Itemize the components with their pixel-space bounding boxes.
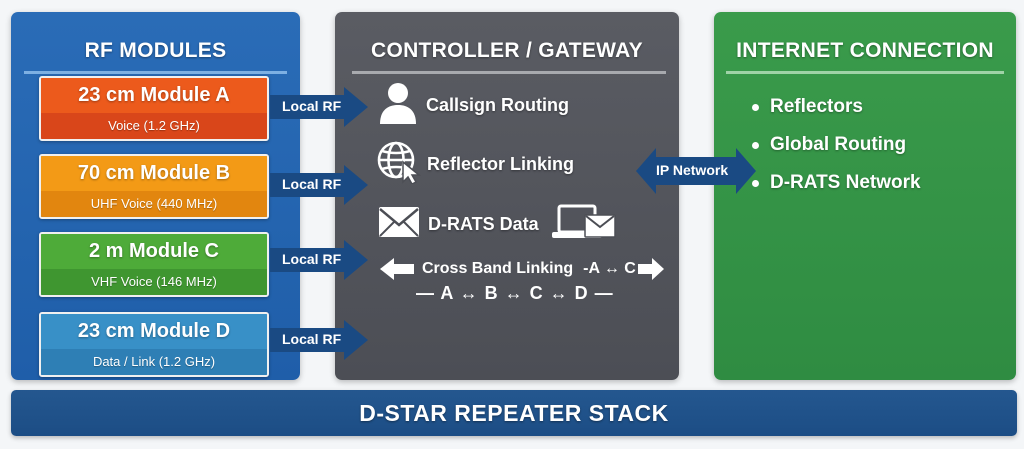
globe-cursor-icon [376,140,424,189]
module-b-detail: UHF Voice (440 MHz) [41,191,267,217]
envelope-icon [378,206,420,243]
list-item: Reflectors [752,88,921,126]
reflector-linking-label: Reflector Linking [427,154,575,174]
module-a-name: 23 cm Module A [41,78,267,113]
arrow-left-icon [380,258,414,280]
module-d-name: 23 cm Module D [41,314,267,349]
double-arrow-icon [636,148,756,194]
local-rf-arrow-c: Local RF [270,240,370,280]
local-rf-arrow-b: Local RF [270,165,370,205]
local-rf-label-b: Local RF [282,176,342,192]
d-rats-data-item: D-RATS Data [378,203,617,246]
bullet-icon [752,103,759,111]
bullet-icon [752,141,759,149]
module-d: 23 cm Module D Data / Link (1.2 GHz) [39,312,269,377]
module-d-detail: Data / Link (1.2 GHz) [41,349,267,375]
internet-title: INTERNET CONNECTION [736,39,994,62]
module-c: 2 m Module C VHF Voice (146 MHz) [39,232,269,297]
user-icon [378,82,418,129]
module-c-detail: VHF Voice (146 MHz) [41,269,267,295]
ip-network-label: IP Network [656,162,729,178]
local-rf-label-a: Local RF [282,98,342,114]
list-item: Global Routing [752,126,921,164]
controller-panel: CONTROLLER / GATEWAY [335,12,679,380]
module-b: 70 cm Module B UHF Voice (440 MHz) [39,154,269,219]
cross-band-linking: Cross Band Linking -A ↔ C — A ↔ B ↔ C ↔ … [380,258,672,304]
rf-modules-divider [24,71,287,74]
arrow-right-icon [270,320,368,360]
cross-band-chain: — A ↔ B ↔ C ↔ D — [416,283,614,303]
repeater-stack-banner: D-STAR REPEATER STACK [11,390,1017,436]
rf-modules-panel: RF MODULES 23 cm Module A Voice (1.2 GHz… [11,12,300,380]
module-a-detail: Voice (1.2 GHz) [41,113,267,139]
local-rf-label-c: Local RF [282,251,342,267]
laptop-mail-icon [551,203,617,246]
callsign-routing-item: Callsign Routing [378,82,569,129]
cross-band-label: Cross Band Linking [422,260,574,277]
local-rf-label-d: Local RF [282,331,342,347]
arrow-right-icon [270,87,368,127]
reflector-linking-item: Reflector Linking [376,140,574,189]
arrow-right-icon [270,240,368,280]
arrow-right-icon [270,165,368,205]
controller-divider [352,71,666,74]
ip-network-arrow: IP Network [636,148,756,194]
bullet-icon [752,179,759,187]
internet-divider [726,71,1004,74]
local-rf-arrow-d: Local RF [270,320,370,360]
rf-modules-title: RF MODULES [84,39,227,62]
arrow-right-icon [637,258,664,280]
internet-panel: INTERNET CONNECTION [714,12,1016,380]
internet-features-list: Reflectors Global Routing D-RATS Network [752,88,921,202]
module-a: 23 cm Module A Voice (1.2 GHz) [39,76,269,141]
cross-band-pair: -A ↔ C [583,260,636,277]
d-rats-data-label: D-RATS Data [428,214,539,234]
callsign-routing-label: Callsign Routing [426,95,569,115]
module-c-name: 2 m Module C [41,234,267,269]
local-rf-arrow-a: Local RF [270,87,370,127]
controller-title: CONTROLLER / GATEWAY [370,39,643,62]
list-item: D-RATS Network [752,164,921,202]
module-b-name: 70 cm Module B [41,156,267,191]
